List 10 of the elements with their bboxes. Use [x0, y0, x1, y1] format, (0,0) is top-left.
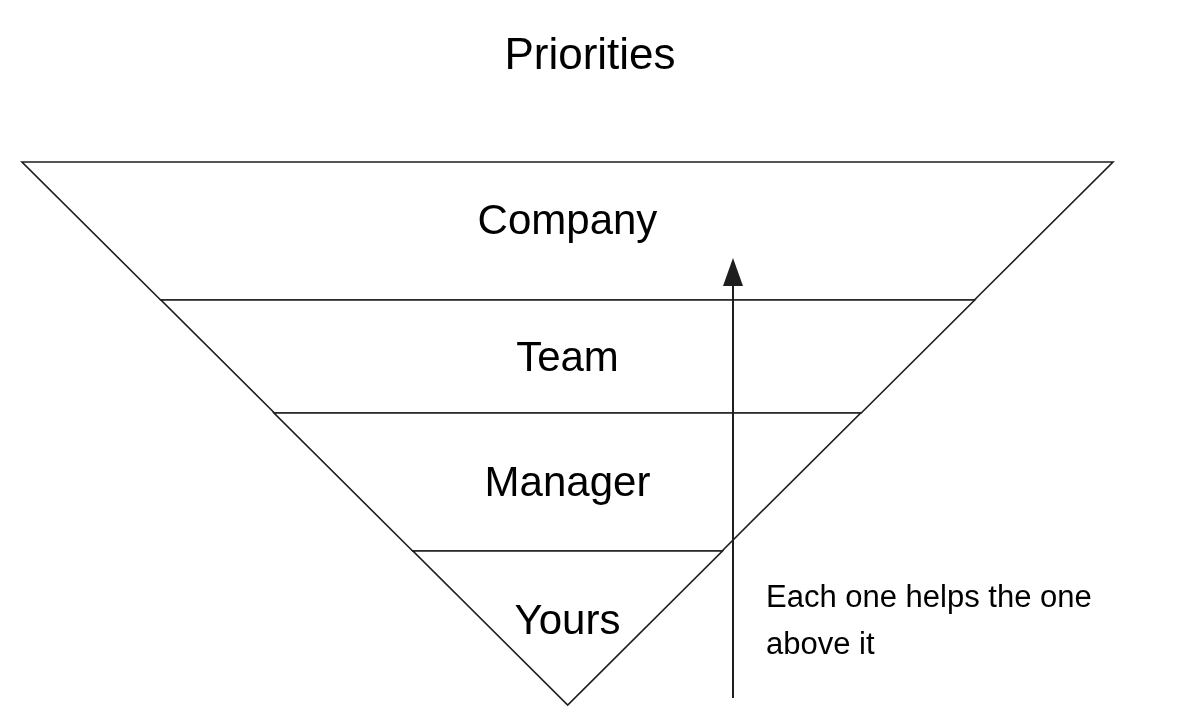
pyramid-band — [160, 300, 975, 413]
pyramid-band — [22, 162, 1113, 300]
band-label: Manager — [484, 461, 651, 503]
pyramid-band — [274, 413, 861, 551]
note-text: Each one helps the one above it — [766, 578, 1093, 663]
band-label: Yours — [514, 599, 621, 642]
diagram-title: Priorities — [503, 28, 677, 80]
band-label: Team — [516, 335, 619, 378]
band-label: Company — [477, 198, 658, 241]
pyramid-band — [412, 551, 723, 705]
